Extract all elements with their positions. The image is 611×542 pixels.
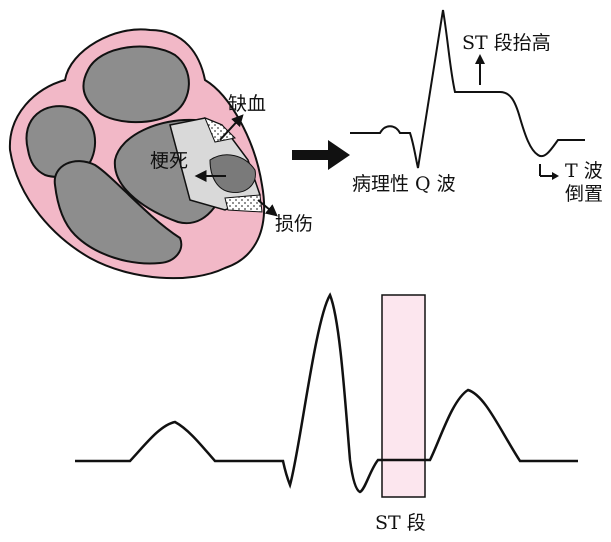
injury-pointer-arrow [257, 199, 278, 217]
pathologic-q-label: 病理性 Q 波 [352, 173, 456, 195]
arrow-right-icon [292, 140, 350, 170]
t-wave-inversion-label: 倒置 [565, 183, 604, 205]
st-segment-band [381, 294, 426, 498]
infarction-ecg-waveform [350, 9, 585, 169]
ischemia-label: 缺血 [228, 93, 267, 115]
right-atrium-chamber [25, 105, 97, 178]
injury-zone-dotted [224, 194, 263, 213]
ischemia-pointer-arrow [219, 114, 244, 141]
right-ventricle-chamber [53, 160, 183, 265]
arrow-elbow-right-icon [539, 164, 559, 180]
st-segment-label: ST 段 [375, 512, 426, 534]
heart-cross-section [8, 28, 278, 280]
arrow-up-icon [475, 54, 485, 85]
infarct-core [209, 154, 256, 194]
left-atrium-chamber [82, 45, 190, 124]
normal-ecg-waveform [75, 292, 578, 494]
injury-label: 损伤 [275, 213, 314, 235]
ischemia-zone-dotted [204, 117, 237, 143]
st-elevation-label: ST 段抬高 [462, 32, 551, 54]
infarction-label: 梗死 [150, 150, 189, 172]
t-wave-label: T 波 [565, 160, 603, 182]
